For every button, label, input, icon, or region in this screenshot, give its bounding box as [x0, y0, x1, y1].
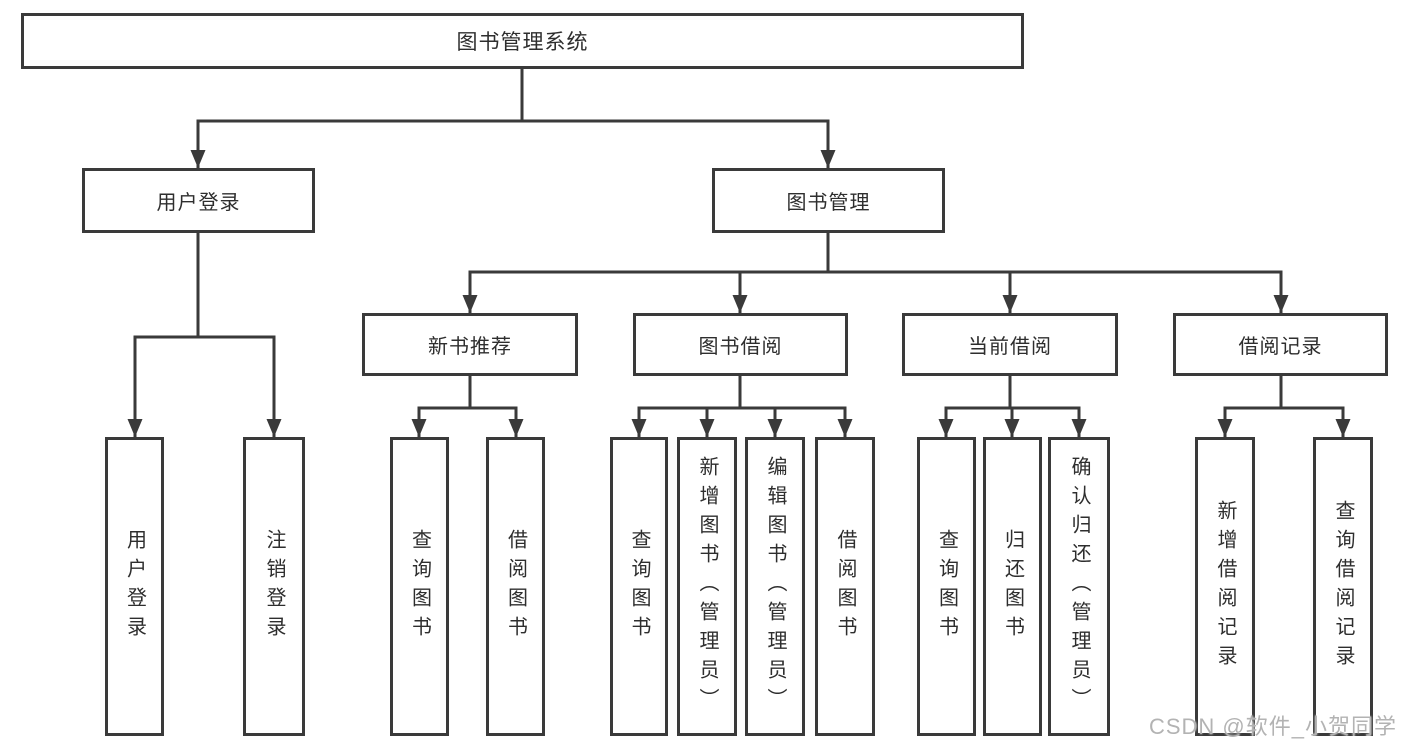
- leaf-query-books-recommend: 查询图书: [390, 437, 449, 736]
- node-book-management: 图书管理: [712, 168, 945, 233]
- node-book-borrowing: 图书借阅: [633, 313, 848, 376]
- node-current-borrowing: 当前借阅: [902, 313, 1118, 376]
- leaf-user-login: 用户登录: [105, 437, 164, 736]
- leaf-edit-books-admin: 编辑图书（管理员）: [745, 437, 805, 736]
- node-borrowing-records: 借阅记录: [1173, 313, 1388, 376]
- leaf-logout: 注销登录: [243, 437, 305, 736]
- leaf-add-borrow-record: 新增借阅记录: [1195, 437, 1255, 736]
- leaf-return-books: 归还图书: [983, 437, 1042, 736]
- leaf-add-books-admin: 新增图书（管理员）: [677, 437, 737, 736]
- node-user-login: 用户登录: [82, 168, 315, 233]
- leaf-confirm-return-admin: 确认归还（管理员）: [1048, 437, 1110, 736]
- leaf-query-books-current: 查询图书: [917, 437, 976, 736]
- node-library-management-system: 图书管理系统: [21, 13, 1024, 69]
- node-new-book-recommend: 新书推荐: [362, 313, 578, 376]
- leaf-borrow-books-recommend: 借阅图书: [486, 437, 545, 736]
- leaf-query-books-borrowing: 查询图书: [610, 437, 668, 736]
- leaf-query-borrow-record: 查询借阅记录: [1313, 437, 1373, 736]
- csdn-watermark: CSDN @软件_小贺同学: [1148, 714, 1397, 739]
- leaf-borrow-books: 借阅图书: [815, 437, 875, 736]
